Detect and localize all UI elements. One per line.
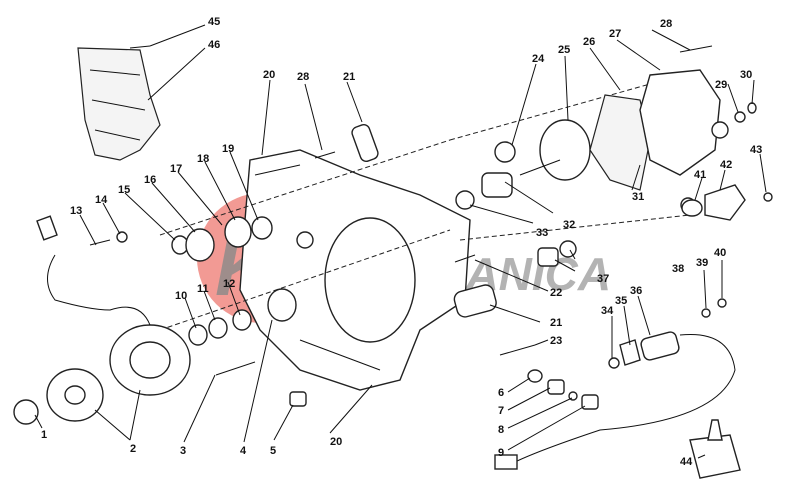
callout-19: 19: [222, 143, 234, 155]
callout-30: 30: [740, 69, 752, 81]
callout-14: 14: [95, 194, 108, 206]
callout-25: 25: [558, 44, 570, 56]
callout-43: 43: [750, 144, 762, 156]
callout-12: 12: [223, 278, 235, 290]
callout-27: 27: [609, 28, 621, 40]
callout-28-left: 28: [297, 71, 309, 83]
callout-labels: 1 2 3 4 5 6 7 8 9 10 11 12 13 14 15 16 1…: [41, 16, 762, 468]
callout-35: 35: [615, 295, 627, 307]
callout-21-bottom: 21: [550, 317, 562, 329]
callout-20-bottom: 20: [330, 436, 342, 448]
callout-3: 3: [180, 445, 186, 457]
callout-39: 39: [696, 257, 708, 269]
callout-28-right: 28: [660, 18, 672, 30]
callout-34: 34: [601, 305, 614, 317]
callout-38: 38: [672, 263, 684, 275]
part-stator-2: [46, 324, 191, 422]
callout-31: 31: [632, 191, 644, 203]
callout-32: 32: [563, 219, 575, 231]
callout-40: 40: [714, 247, 726, 259]
callout-42: 42: [720, 159, 732, 171]
callout-2: 2: [130, 443, 136, 455]
callout-41: 41: [694, 169, 706, 181]
leader-lines: [34, 24, 767, 459]
callout-20-top: 20: [263, 69, 275, 81]
callout-10: 10: [175, 290, 187, 302]
callout-18: 18: [197, 153, 209, 165]
callout-8: 8: [498, 424, 504, 436]
callout-45: 45: [208, 16, 220, 28]
callout-7: 7: [498, 405, 504, 417]
callout-13: 13: [70, 205, 82, 217]
callout-44: 44: [680, 456, 693, 468]
callout-21-top: 21: [343, 71, 355, 83]
callout-15: 15: [118, 184, 130, 196]
callout-1: 1: [41, 429, 47, 441]
callout-9: 9: [498, 447, 504, 459]
callout-37: 37: [597, 273, 609, 285]
callout-33: 33: [536, 227, 548, 239]
callout-23: 23: [550, 335, 562, 347]
callout-22: 22: [550, 287, 562, 299]
callout-16: 16: [144, 174, 156, 186]
callout-6: 6: [498, 387, 504, 399]
callout-5: 5: [270, 445, 276, 457]
part-cover-46: [77, 47, 161, 161]
callout-29: 29: [715, 79, 727, 91]
callout-36: 36: [630, 285, 642, 297]
callout-26: 26: [583, 36, 595, 48]
callout-4: 4: [240, 445, 247, 457]
callout-17: 17: [170, 163, 182, 175]
callout-11: 11: [197, 283, 209, 295]
callout-24: 24: [532, 53, 545, 65]
callout-46: 46: [208, 39, 220, 51]
